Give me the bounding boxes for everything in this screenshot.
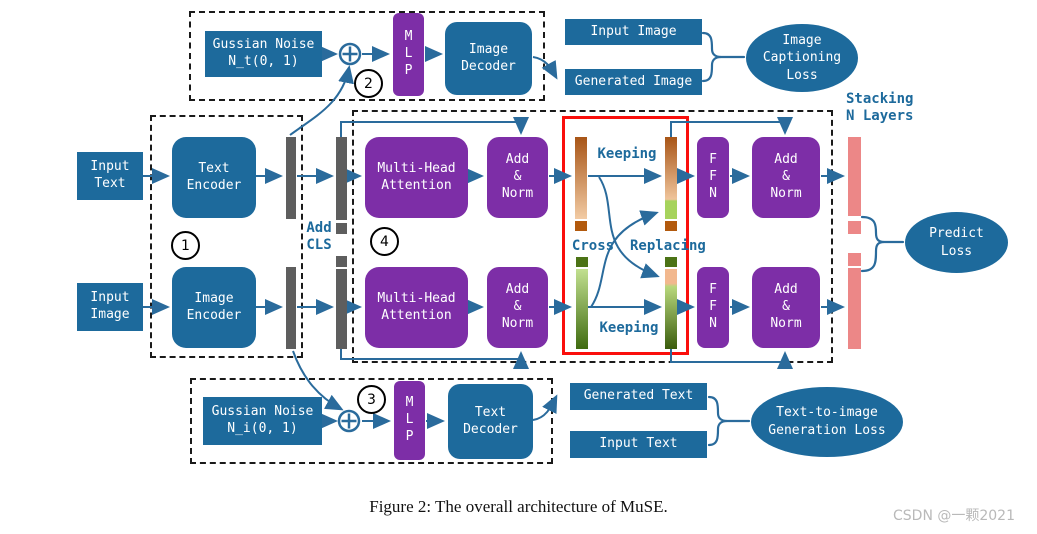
- text-pair-brace: [707, 395, 728, 447]
- image-decoder-box: Image Decoder: [445, 22, 532, 95]
- text-decoder-box: Text Decoder: [448, 384, 533, 459]
- mlp-top-box: M L P: [393, 13, 424, 96]
- text-feature-cls-bar: [336, 137, 347, 220]
- input-text-box: Input Text: [77, 152, 143, 200]
- step-badge-2: 2: [354, 69, 383, 98]
- text-feature-bar: [286, 137, 296, 219]
- add-norm-image-out-box: Add & Norm: [752, 267, 820, 348]
- gaussian-noise-t-label: Gussian Noise N_t(0, 1): [212, 37, 315, 69]
- predict-loss-ellipse: Predict Loss: [905, 212, 1008, 273]
- step-badge-1: 1: [171, 231, 200, 260]
- image-attended-bar: [576, 269, 588, 349]
- image-captioning-loss-ellipse: Image Captioning Loss: [746, 24, 858, 92]
- mha-image-label: Multi-Head Attention: [377, 290, 456, 323]
- keeping-text-label: Keeping: [597, 146, 657, 162]
- image-captioning-loss-label: Image Captioning Loss: [762, 32, 842, 83]
- step-badge-4: 4: [370, 227, 399, 256]
- text-attended-cls: [575, 221, 587, 231]
- generated-text-box: Generated Text: [570, 383, 707, 410]
- add-cls-label: Add CLS: [306, 220, 332, 253]
- input-text-bottom-label: Input Text: [599, 436, 678, 452]
- text-output-cls: [848, 221, 861, 234]
- step-1-number: 1: [181, 237, 190, 254]
- watermark: CSDN @一颗2021: [893, 508, 1015, 524]
- image-replaced-bar: [665, 269, 677, 349]
- generated-image-label: Generated Image: [574, 73, 693, 89]
- mlp-bottom-box: M L P: [394, 381, 425, 460]
- step-4-number: 4: [380, 233, 389, 250]
- predict-loss-label: Predict Loss: [929, 225, 984, 259]
- text-replaced-bar: [665, 137, 677, 219]
- input-image-label: Input Image: [90, 290, 130, 322]
- text-to-image-generation-loss-ellipse: Text-to-image Generation Loss: [751, 387, 903, 457]
- image-generation-branch-box: [189, 11, 545, 101]
- figure-caption: Figure 2: The overall architecture of Mu…: [369, 497, 668, 516]
- multi-head-attention-text-box: Multi-Head Attention: [365, 137, 468, 218]
- add-norm-image-out-label: Add & Norm: [770, 282, 802, 331]
- add-norm-image-box: Add & Norm: [487, 267, 548, 348]
- replacing-label: Replacing: [630, 238, 706, 254]
- text-output-bar: [848, 137, 861, 216]
- step-3-number: 3: [367, 391, 376, 408]
- text-cls-token: [336, 223, 347, 234]
- input-image-top-box: Input Image: [565, 19, 702, 45]
- step-2-number: 2: [364, 75, 373, 92]
- image-pair-brace: [701, 31, 722, 83]
- gaussian-noise-t-box: Gussian Noise N_t(0, 1): [205, 31, 322, 77]
- image-attended-cls: [576, 257, 588, 267]
- input-image-box: Input Image: [77, 283, 143, 331]
- ffn-image-box: F F N: [697, 267, 729, 348]
- text-to-image-generation-loss-label: Text-to-image Generation Loss: [768, 405, 886, 438]
- encoder-stage-box: [150, 115, 303, 358]
- predict-brace: [860, 215, 885, 273]
- image-output-cls: [848, 253, 861, 266]
- add-norm-text-out-label: Add & Norm: [770, 152, 802, 201]
- text-encoder-label: Text Encoder: [186, 160, 242, 193]
- text-attended-bar: [575, 137, 587, 219]
- cross-replace-highlight-box: [562, 116, 689, 355]
- mlp-bottom-label: M L P: [405, 395, 414, 444]
- add-norm-text-box: Add & Norm: [487, 137, 548, 218]
- generated-text-label: Generated Text: [583, 388, 694, 404]
- add-norm-text-label: Add & Norm: [501, 152, 534, 201]
- ffn-text-box: F F N: [697, 137, 729, 218]
- image-feature-bar: [286, 267, 296, 349]
- ffn-text-label: F F N: [709, 152, 717, 201]
- text-generation-branch-box: [190, 378, 553, 464]
- generated-image-box: Generated Image: [565, 69, 702, 95]
- fusion-stage-box: [352, 110, 833, 363]
- input-image-top-label: Input Image: [590, 23, 677, 39]
- image-decoder-label: Image Decoder: [461, 41, 516, 74]
- ffn-image-label: F F N: [709, 282, 717, 331]
- cross-label: Cross: [571, 238, 615, 254]
- text-decoder-label: Text Decoder: [463, 404, 518, 437]
- step-badge-3: 3: [357, 385, 386, 414]
- image-feature-cls-bar: [336, 269, 347, 349]
- keeping-image-label: Keeping: [599, 320, 659, 336]
- image-cls-token: [336, 256, 347, 267]
- add-norm-text-out-box: Add & Norm: [752, 137, 820, 218]
- image-output-bar: [848, 268, 861, 349]
- multi-head-attention-image-box: Multi-Head Attention: [365, 267, 468, 348]
- image-encoder-label: Image Encoder: [186, 290, 242, 323]
- text-replaced-cls: [665, 221, 677, 231]
- input-text-label: Input Text: [90, 159, 130, 191]
- stacking-n-layers-label: Stacking N Layers: [846, 91, 914, 124]
- image-encoder-box: Image Encoder: [172, 267, 256, 348]
- image-replaced-cls: [665, 257, 677, 267]
- input-text-bottom-box: Input Text: [570, 431, 707, 458]
- text-encoder-box: Text Encoder: [172, 137, 256, 218]
- mha-text-label: Multi-Head Attention: [377, 160, 456, 193]
- mlp-top-label: M L P: [404, 29, 413, 78]
- gaussian-noise-i-label: Gussian Noise N_i(0, 1): [211, 404, 314, 436]
- gaussian-noise-i-box: Gussian Noise N_i(0, 1): [203, 397, 322, 445]
- add-norm-image-label: Add & Norm: [501, 282, 534, 331]
